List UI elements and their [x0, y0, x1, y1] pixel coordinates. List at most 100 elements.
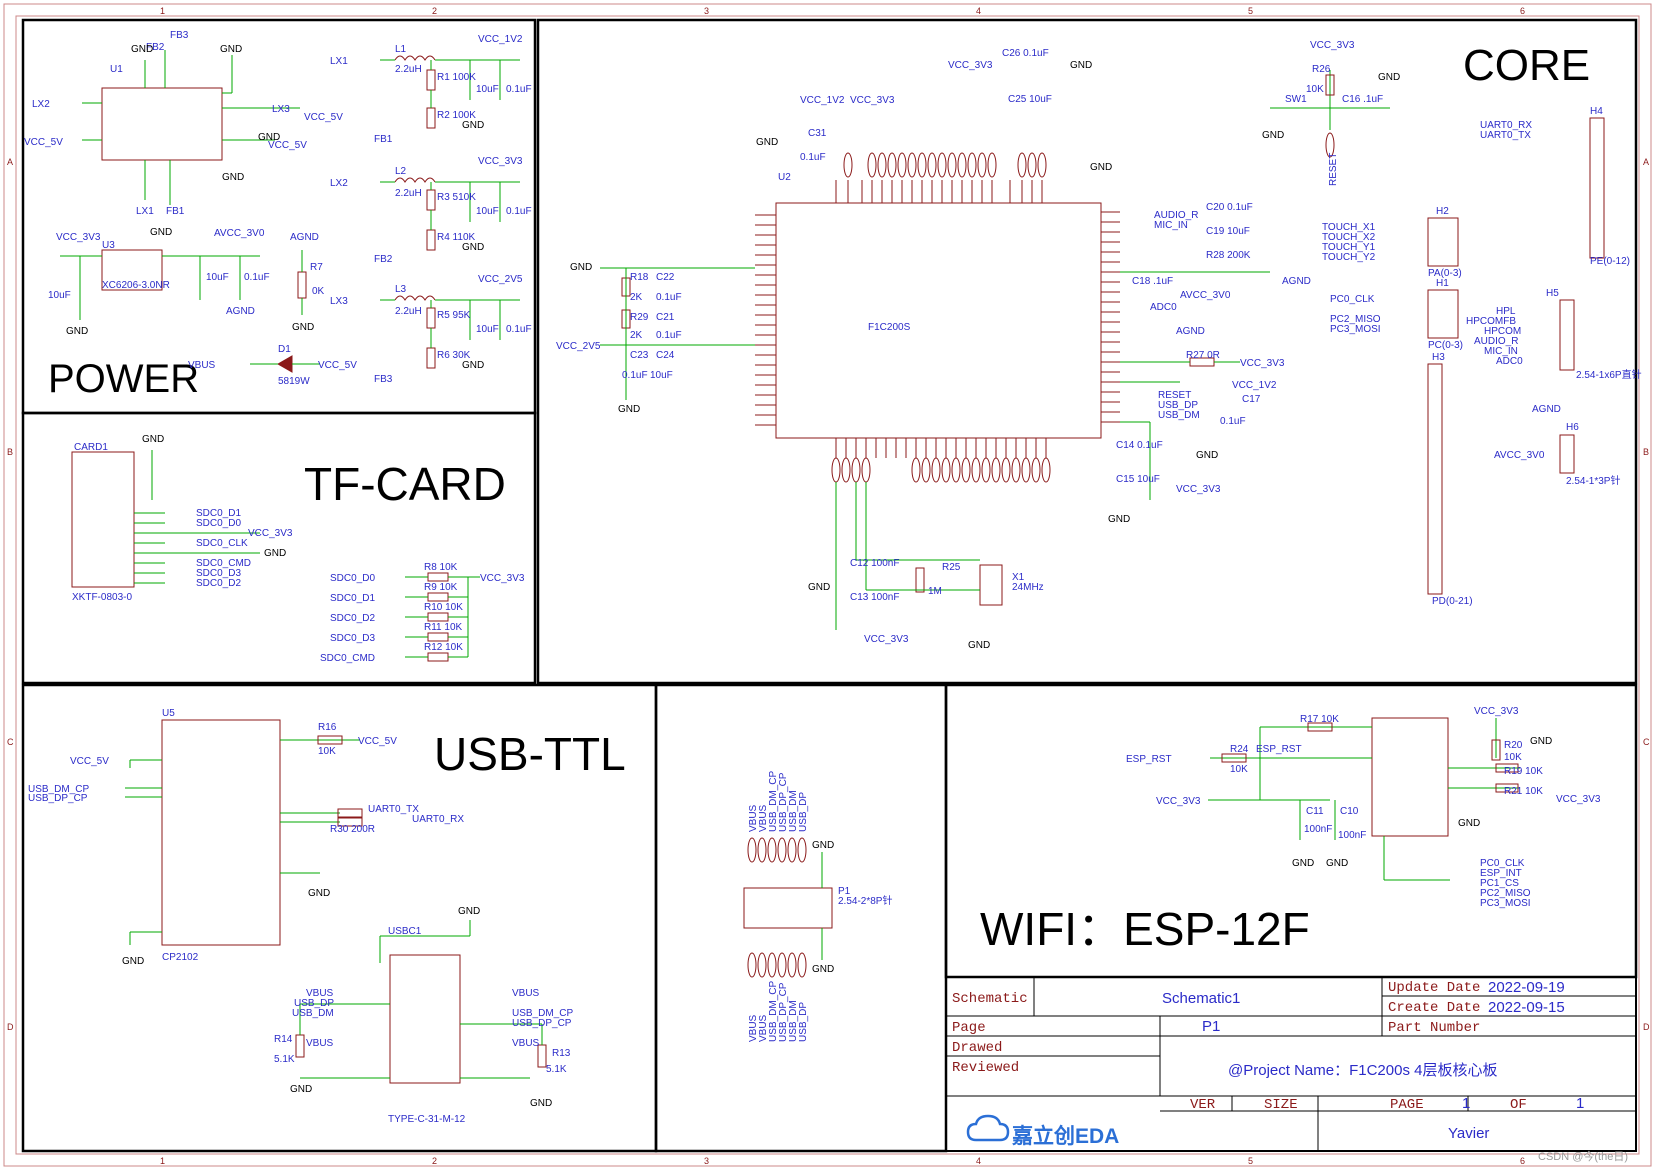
- svg-text:C10: C10: [1340, 806, 1359, 817]
- svg-text:FB1: FB1: [166, 206, 185, 217]
- svg-text:GND: GND: [308, 888, 330, 899]
- svg-text:GND: GND: [264, 548, 286, 559]
- svg-text:ESP_INT: ESP_INT: [1480, 868, 1522, 879]
- svg-text:L3: L3: [395, 284, 407, 295]
- svg-text:AGND: AGND: [290, 232, 319, 243]
- svg-text:0.1uF: 0.1uF: [506, 206, 532, 217]
- svg-text:0.1uF: 0.1uF: [1220, 416, 1246, 427]
- svg-text:USB_DP: USB_DP: [798, 1002, 809, 1042]
- svg-text:R16: R16: [318, 722, 337, 733]
- svg-text:GND: GND: [1292, 858, 1314, 869]
- svg-text:10uF: 10uF: [476, 84, 499, 95]
- svg-text:MIC_IN: MIC_IN: [1484, 346, 1518, 357]
- svg-text:GND: GND: [290, 1084, 312, 1095]
- svg-text:PC1_CS: PC1_CS: [1480, 878, 1519, 889]
- svg-text:CP2102: CP2102: [162, 952, 199, 963]
- svg-text:R27 0R: R27 0R: [1186, 350, 1220, 361]
- wifi-section: [1208, 717, 1520, 881]
- svg-text:C22: C22: [656, 272, 675, 283]
- svg-text:AVCC_3V0: AVCC_3V0: [1180, 290, 1231, 301]
- svg-text:4: 4: [976, 6, 981, 16]
- svg-text:PC(0-3): PC(0-3): [1428, 340, 1463, 351]
- svg-text:R8 10K: R8 10K: [424, 562, 458, 573]
- svg-text:R28 200K: R28 200K: [1206, 250, 1251, 261]
- svg-text:LX1: LX1: [136, 206, 154, 217]
- svg-text:VCC_3V3: VCC_3V3: [948, 60, 993, 71]
- svg-text:FB2: FB2: [374, 254, 393, 265]
- power-section: [60, 50, 520, 373]
- svg-text:0.1uF: 0.1uF: [656, 330, 682, 341]
- svg-text:R17 10K: R17 10K: [1300, 714, 1339, 725]
- svg-text:B: B: [7, 447, 13, 457]
- svg-text:10uF: 10uF: [48, 290, 71, 301]
- svg-text:2.54-1x6P直针: 2.54-1x6P直针: [1576, 368, 1642, 381]
- svg-text:VCC_1V2: VCC_1V2: [1232, 380, 1277, 391]
- svg-text:LX2: LX2: [330, 178, 348, 189]
- svg-text:Part Number: Part Number: [1388, 1020, 1480, 1036]
- svg-text:1M: 1M: [928, 586, 942, 597]
- svg-text:10K: 10K: [1504, 752, 1522, 763]
- svg-text:C25 10uF: C25 10uF: [1008, 94, 1052, 105]
- svg-text:VBUS: VBUS: [758, 804, 769, 832]
- svg-text:2K: 2K: [630, 292, 643, 303]
- svg-text:GND: GND: [222, 172, 244, 183]
- svg-text:R20: R20: [1504, 740, 1523, 751]
- svg-text:R6 30K: R6 30K: [437, 350, 471, 361]
- svg-text:2.2uH: 2.2uH: [395, 188, 422, 199]
- svg-text:USB_DM: USB_DM: [1158, 410, 1200, 421]
- svg-text:A: A: [7, 157, 13, 167]
- svg-text:GND: GND: [618, 404, 640, 415]
- svg-text:Drawed: Drawed: [952, 1040, 1002, 1056]
- svg-text:C31: C31: [808, 128, 827, 139]
- section-title-usb-ttl: USB-TTL: [434, 728, 626, 780]
- svg-text:VBUS: VBUS: [306, 988, 334, 999]
- svg-text:R5 95K: R5 95K: [437, 310, 471, 321]
- svg-text:H3: H3: [1432, 352, 1445, 363]
- title-block: [945, 976, 1637, 1152]
- svg-text:VCC_3V3: VCC_3V3: [864, 634, 909, 645]
- svg-text:10uF: 10uF: [476, 324, 499, 335]
- svg-text:2.54-1*3P针: 2.54-1*3P针: [1566, 474, 1620, 487]
- svg-text:CARD1: CARD1: [74, 442, 108, 453]
- svg-text:GND: GND: [1108, 514, 1130, 525]
- svg-text:VCC_3V3: VCC_3V3: [478, 156, 523, 167]
- svg-text:C: C: [7, 737, 14, 747]
- svg-text:VCC_5V: VCC_5V: [268, 140, 307, 151]
- svg-text:H4: H4: [1590, 106, 1603, 117]
- svg-text:LX1: LX1: [330, 56, 348, 67]
- svg-text:Schematic1: Schematic1: [1162, 990, 1240, 1007]
- svg-text:X1: X1: [1012, 572, 1025, 583]
- svg-text:L1: L1: [395, 44, 407, 55]
- svg-text:SDC0_D3: SDC0_D3: [330, 633, 375, 644]
- core-chip: [600, 70, 1390, 630]
- svg-text:C23: C23: [630, 350, 649, 361]
- svg-text:USB_DM_CP: USB_DM_CP: [768, 771, 779, 832]
- svg-text:GND: GND: [1530, 736, 1552, 747]
- svg-text:10K: 10K: [1306, 84, 1324, 95]
- svg-text:1: 1: [1576, 1095, 1584, 1112]
- svg-text:HPCOMFB: HPCOMFB: [1466, 316, 1516, 327]
- svg-text:TOUCH_X1: TOUCH_X1: [1322, 222, 1376, 233]
- svg-text:AGND: AGND: [1176, 326, 1205, 337]
- svg-text:FB1: FB1: [374, 134, 393, 145]
- svg-text:USB_DM_CP: USB_DM_CP: [768, 981, 779, 1042]
- svg-text:VCC_5V: VCC_5V: [318, 360, 357, 371]
- svg-text:SDC0_D3: SDC0_D3: [196, 568, 241, 579]
- svg-text:VCC_3V3: VCC_3V3: [1556, 794, 1601, 805]
- svg-text:0.1uF: 0.1uF: [622, 370, 648, 381]
- svg-text:GND: GND: [1090, 162, 1112, 173]
- svg-text:C19 10uF: C19 10uF: [1206, 226, 1250, 237]
- svg-text:FB2: FB2: [146, 42, 165, 53]
- svg-text:SIZE: SIZE: [1264, 1097, 1298, 1113]
- svg-text:SDC0_CMD: SDC0_CMD: [196, 558, 251, 569]
- svg-text:C11: C11: [1306, 806, 1324, 817]
- svg-text:R14: R14: [274, 1034, 293, 1045]
- svg-text:GND: GND: [66, 326, 88, 337]
- svg-text:SDC0_CLK: SDC0_CLK: [196, 538, 248, 549]
- svg-text:0.1uF: 0.1uF: [656, 292, 682, 303]
- svg-text:C21: C21: [656, 312, 675, 323]
